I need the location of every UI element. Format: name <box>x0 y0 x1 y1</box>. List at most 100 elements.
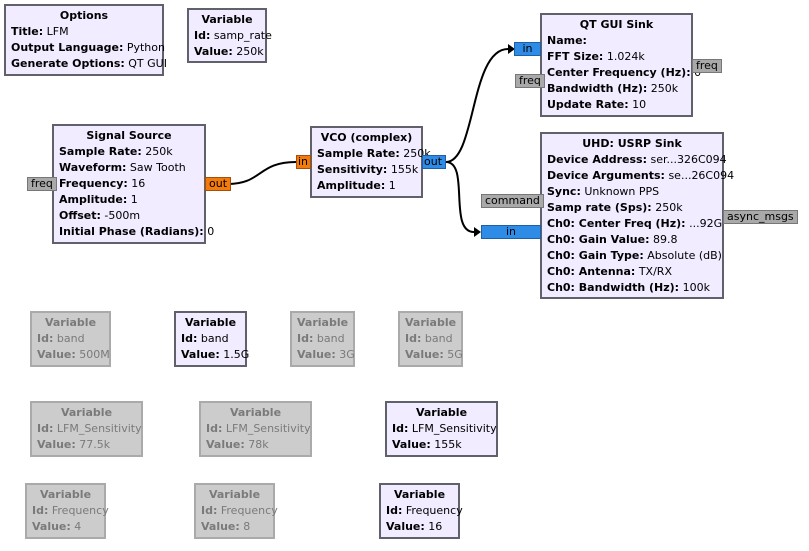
param-value: 1 <box>385 179 396 192</box>
block-param-row: Value: 5G <box>405 347 463 363</box>
block-param-row: Ch0: Bandwidth (Hz): 100k <box>547 280 717 296</box>
wire-vco-to-usrp-sink[interactable] <box>445 161 475 233</box>
param-label: Title: <box>11 25 44 38</box>
block-title: UHD: USRP Sink <box>582 137 682 150</box>
param-label: Value: <box>32 520 71 533</box>
param-value: 89.8 <box>649 233 678 246</box>
param-value: LFM_Sensitivity <box>408 422 497 435</box>
param-value: 500M <box>75 348 110 361</box>
param-value: band <box>421 332 453 345</box>
block-param-row: Value: 16 <box>386 519 453 535</box>
param-label: Device Arguments: <box>547 169 665 182</box>
param-label: Ch0: Bandwidth (Hz): <box>547 281 680 294</box>
param-value: 155k <box>387 163 419 176</box>
block-param-row: Id: Frequency <box>201 503 278 519</box>
param-value: band <box>197 332 229 345</box>
qt-sink-freq-in-port[interactable]: freq <box>515 74 545 88</box>
block-param-row: Value: 78k <box>206 437 305 453</box>
signal-source-freq-port[interactable]: freq <box>27 177 57 191</box>
qt-sink-in-port[interactable]: in <box>514 42 541 56</box>
param-value: Unknown PPS <box>580 185 660 198</box>
param-value: band <box>53 332 85 345</box>
param-value: 250k <box>232 45 264 58</box>
block-param-row: Value: 155k <box>392 437 491 453</box>
param-value: Frequency <box>402 504 463 517</box>
param-value: 0 <box>203 225 215 238</box>
param-label: Value: <box>194 45 233 58</box>
param-value: -500m <box>100 209 141 222</box>
usrp-sink-in-port[interactable]: in <box>481 225 541 239</box>
param-label: Id: <box>386 504 403 517</box>
param-value: 155k <box>430 438 462 451</box>
param-value: 250k <box>141 145 173 158</box>
param-value: QT GUI <box>124 57 167 70</box>
param-value: 3G <box>335 348 355 361</box>
param-value: 78k <box>244 438 269 451</box>
block-param-row: Generate Options: QT GUI <box>11 56 167 72</box>
vco-out-port[interactable]: out <box>422 155 446 169</box>
wire-arrow-qt-in <box>508 44 515 54</box>
block-title: Signal Source <box>86 129 172 142</box>
block-title: Variable <box>39 488 92 501</box>
param-label: Ch0: Gain Type: <box>547 249 644 262</box>
block-param-row: Id: LFM_Sensitivity <box>37 421 142 437</box>
wire-arrow-usrp-in <box>474 227 481 237</box>
block-title: VCO (complex) <box>320 131 413 144</box>
signal-source-out-port[interactable]: out <box>205 177 232 191</box>
block-title: Variable <box>297 316 349 329</box>
qt-sink-freq-out-port[interactable]: freq <box>692 59 722 73</box>
block-param-row: Offset: -500m <box>59 208 199 224</box>
param-value: 250k <box>651 201 683 214</box>
param-label: Sample Rate: <box>317 147 400 160</box>
usrp-sink-async-msgs-port[interactable]: async_msgs <box>723 210 798 224</box>
param-value: ...92G <box>685 217 723 230</box>
vco-in-port[interactable]: in <box>296 155 311 169</box>
block-param-row: Value: 250k <box>194 44 264 60</box>
param-label: Ch0: Gain Value: <box>547 233 650 246</box>
param-value: 1.5G <box>219 348 250 361</box>
param-value: se...26C094 <box>664 169 735 182</box>
param-value: Saw Tooth <box>126 161 186 174</box>
block-param-row: Device Address: ser...326C094 <box>547 152 727 168</box>
param-label: Sensitivity: <box>317 163 388 176</box>
param-label: Samp rate (Sps): <box>547 201 652 214</box>
param-value: 100k <box>679 281 710 294</box>
param-label: Name: <box>547 34 587 47</box>
param-label: Initial Phase (Radians): <box>59 225 204 238</box>
block-param-row: Initial Phase (Radians): 0 <box>59 224 214 240</box>
param-label: Value: <box>297 348 336 361</box>
block-param-row: Sample Rate: 250k <box>317 146 431 162</box>
block-param-row: Id: band <box>405 331 456 347</box>
block-param-row: Value: 3G <box>297 347 355 363</box>
wire-vco-to-qt-sink[interactable] <box>445 48 509 163</box>
wire-signal-source-to-vco[interactable] <box>227 161 297 185</box>
param-value: band <box>313 332 345 345</box>
block-param-row: Center Frequency (Hz): 0 <box>547 65 701 81</box>
block-title: Variable <box>201 13 253 26</box>
param-value: Absolute (dB) <box>643 249 722 262</box>
block-param-row: Id: Frequency <box>386 503 463 519</box>
param-label: FFT Size: <box>547 50 604 63</box>
param-label: Sync: <box>547 185 581 198</box>
block-param-row: Value: 8 <box>201 519 268 535</box>
block-title: Variable <box>393 488 446 501</box>
block-param-row: Value: 4 <box>32 519 99 535</box>
usrp-sink-command-port[interactable]: command <box>481 194 544 208</box>
